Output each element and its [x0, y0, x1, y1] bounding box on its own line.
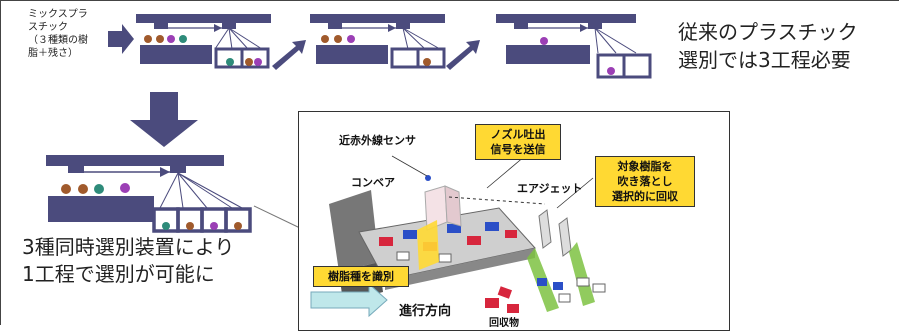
device-drawing	[310, 155, 606, 318]
input-label-line3: （３種類の樹	[28, 35, 88, 46]
sorter-stage-3	[496, 14, 652, 79]
target-resin-line3: 選択的に回収	[612, 190, 678, 203]
sorting-device-illustration: 近赤外線センサ ノズル吐出 信号を送信 コンベア エアジェット 対象樹脂を 吹き…	[298, 111, 730, 331]
direction-label: 進行方向	[399, 304, 452, 319]
nozzle-signal-line1: ノズル吐出	[490, 128, 546, 141]
input-arrow	[108, 24, 134, 54]
hopper	[329, 190, 379, 272]
nozzle-signal-line2: 信号を送信	[490, 143, 546, 156]
nozzle-signal-callout: ノズル吐出 信号を送信	[475, 124, 561, 160]
zoom-connector	[253, 205, 301, 229]
conventional-caption: 従来のプラスチック 選別では3工程必要	[678, 18, 898, 74]
conventional-caption-line1: 従来のプラスチック	[678, 20, 858, 44]
new-caption-line1: 3種同時選別装置により	[22, 235, 235, 259]
down-arrow	[130, 92, 198, 147]
resin-identify-label: 樹脂種を識別	[328, 270, 394, 283]
input-label-line4: 脂＋残さ）	[28, 48, 78, 59]
input-label-line2: スチック	[28, 22, 68, 33]
new-caption: 3種同時選別装置により 1工程で選別が可能に	[22, 234, 302, 288]
direction-arrow	[310, 282, 388, 318]
nir-sensor-label: 近赤外線センサ	[339, 134, 416, 147]
conventional-caption-line2: 選別では3工程必要	[678, 48, 851, 72]
sorter-stage-1	[136, 14, 271, 69]
air-nozzle-1	[538, 209, 552, 249]
input-label: ミックスプラ スチック （３種類の樹 脂＋残さ）	[28, 8, 118, 60]
stage-arrow-2	[446, 40, 480, 70]
air-jet-label: エアジェット	[517, 182, 583, 195]
stage-arrow-1	[272, 40, 306, 70]
new-caption-line2: 1工程で選別が可能に	[22, 262, 215, 286]
figure-frame	[0, 0, 899, 325]
collected-label: 回収物	[489, 318, 519, 329]
target-resin-line1: 対象樹脂を	[617, 160, 673, 173]
input-label-line1: ミックスプラ	[28, 9, 88, 20]
target-resin-line2: 吹き落とし	[617, 175, 673, 188]
air-nozzle-2	[558, 217, 572, 257]
sorter-stage-2	[310, 14, 446, 69]
conveyor-label: コンベア	[351, 176, 395, 189]
resin-identify-callout: 樹脂種を識別	[313, 266, 409, 287]
sorter-combined	[46, 155, 252, 233]
target-resin-callout: 対象樹脂を 吹き落とし 選択的に回収	[595, 156, 695, 207]
